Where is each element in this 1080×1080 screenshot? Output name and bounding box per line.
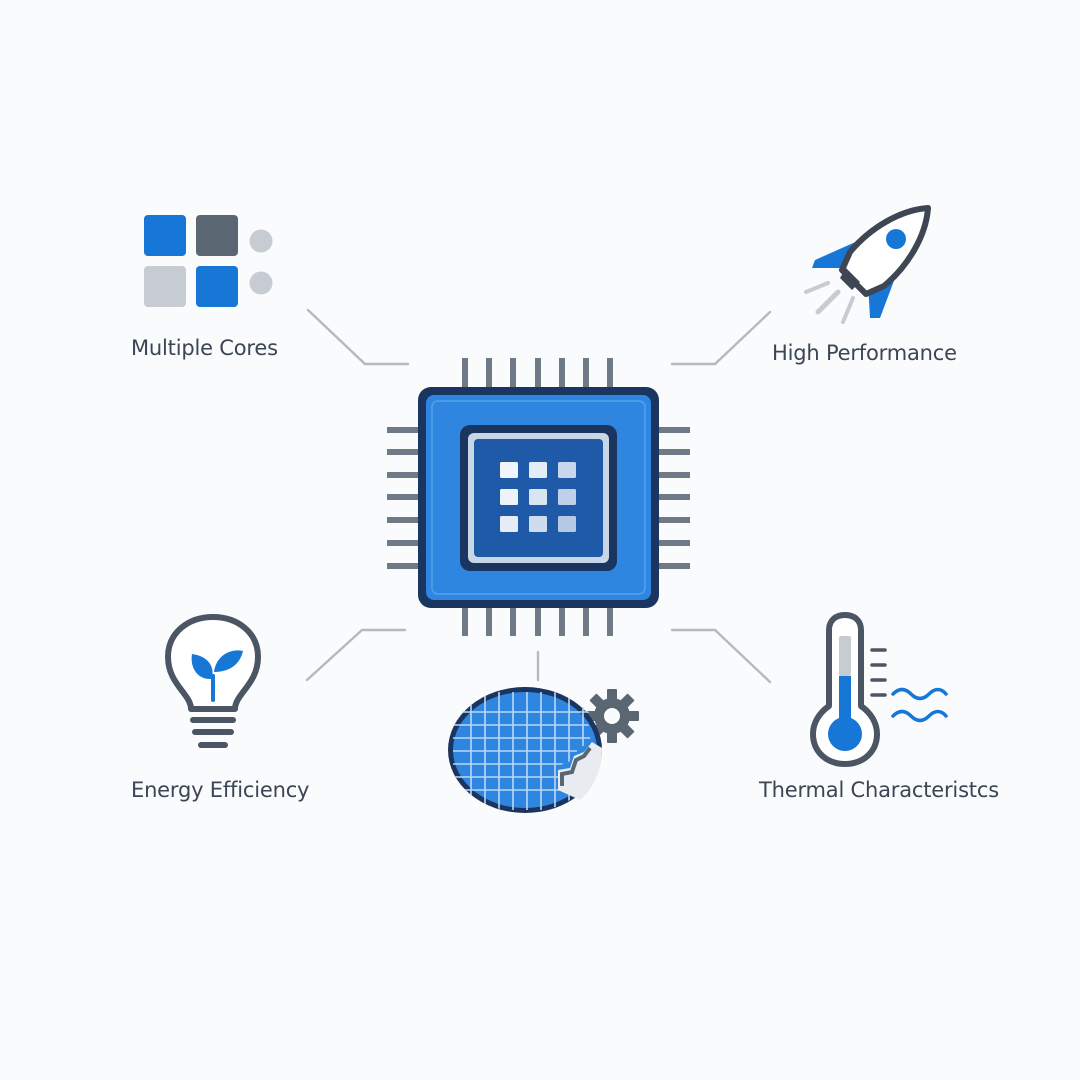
chip-core-grid — [500, 462, 576, 532]
rocket-icon — [804, 205, 931, 324]
connector-bottom-left — [305, 628, 407, 682]
chip-pins — [387, 358, 690, 636]
chip-face-shine — [431, 400, 646, 595]
processor-chip-icon — [387, 358, 690, 636]
connector-top-right — [670, 310, 772, 366]
connector-bottom-right — [670, 628, 772, 684]
connector-lines — [305, 308, 772, 684]
energy-efficiency-label: Energy Efficiency — [131, 778, 310, 802]
connector-top-left — [306, 308, 410, 366]
thermal-characteristics-label: Thermal Characteristcs — [759, 778, 999, 802]
silicon-wafer-gear-icon — [448, 687, 639, 813]
high-performance-label: High Performance — [772, 341, 957, 365]
thermometer-icon — [810, 612, 948, 767]
multiple-cores-label: Multiple Cores — [131, 336, 278, 360]
lightbulb-leaf-icon — [165, 614, 261, 748]
multiple-cores-icon — [144, 215, 273, 307]
